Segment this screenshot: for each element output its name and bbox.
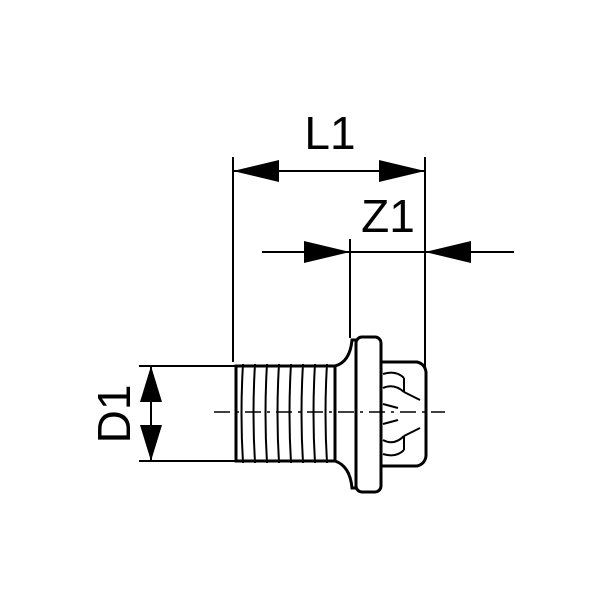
z1-dimension: Z1 [262, 190, 514, 338]
threaded-shaft-outline [234, 364, 337, 463]
d1-dimension: D1 [88, 365, 240, 462]
l1-arrowhead-right [379, 160, 425, 182]
l1-label: L1 [304, 107, 355, 159]
d1-label: D1 [88, 385, 140, 444]
z1-arrowhead-left [304, 241, 350, 263]
z1-label: Z1 [361, 190, 415, 242]
flange-collar [354, 335, 383, 494]
d1-arrowhead-top [140, 366, 162, 402]
hex-head-facets [382, 371, 421, 457]
l1-arrowhead-left [233, 160, 279, 182]
d1-arrowhead-bottom [140, 425, 162, 461]
fitting-body [234, 335, 428, 494]
thread-ribs [240, 363, 328, 464]
l1-dimension: L1 [232, 107, 426, 395]
z1-arrowhead-right [425, 241, 471, 263]
hex-head [379, 360, 428, 468]
